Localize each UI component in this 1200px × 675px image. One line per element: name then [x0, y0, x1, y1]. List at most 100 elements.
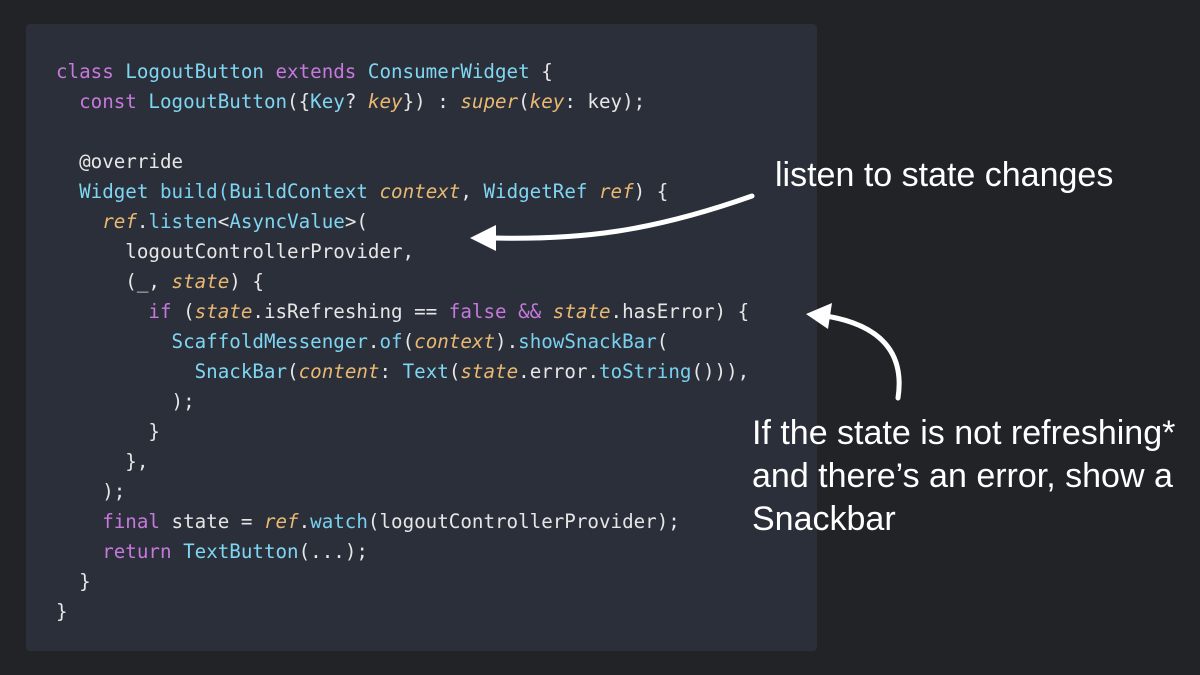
code-token: state	[552, 300, 611, 323]
code-token	[587, 180, 599, 203]
code-line: );	[56, 387, 749, 417]
code-token	[56, 330, 172, 353]
code-token: ref	[102, 210, 137, 233]
code-token: (	[171, 300, 195, 323]
code-token: :	[379, 360, 403, 383]
code-line: },	[56, 447, 749, 477]
code-line: @override	[56, 147, 749, 177]
code-token: ConsumerWidget	[367, 60, 530, 83]
code-token: context	[414, 330, 496, 353]
code-token: return	[56, 540, 172, 563]
code-token: ,	[460, 180, 484, 203]
code-token: final	[56, 510, 160, 533]
code-token: watch	[310, 510, 368, 533]
code-token: SnackBar	[194, 360, 288, 383]
code-token: state	[171, 270, 230, 293]
code-token: }	[56, 420, 160, 443]
code-token: .	[367, 330, 380, 353]
code-token: state =	[159, 510, 264, 533]
code-token: AsyncValue	[229, 210, 345, 233]
code-token: key	[529, 90, 565, 113]
code-token: build(	[148, 180, 230, 203]
code-line: final state = ref.watch(logoutController…	[56, 507, 749, 537]
code-token: ref	[263, 510, 299, 533]
code-line: ScaffoldMessenger.of(context).showSnackB…	[56, 327, 749, 357]
code-token: logoutControllerProvider,	[56, 240, 415, 263]
code-token: );	[56, 480, 126, 503]
code-line: );	[56, 477, 749, 507]
code-line: if (state.isRefreshing == false && state…	[56, 297, 749, 327]
code-token: );	[56, 390, 195, 413]
code-token: >(	[344, 210, 368, 233]
code-token: .isRefreshing ==	[252, 300, 449, 323]
code-token: }	[56, 600, 68, 623]
code-token: ScaffoldMessenger	[171, 330, 368, 353]
code-panel	[26, 24, 817, 651]
code-line: }	[56, 417, 749, 447]
code-token: ) {	[229, 270, 264, 293]
code-line: logoutControllerProvider,	[56, 237, 749, 267]
code-token: toString	[599, 360, 692, 383]
code-line: }	[56, 567, 749, 597]
code-token: state	[194, 300, 253, 323]
code-token: state	[460, 360, 519, 383]
code-token: (	[402, 330, 415, 353]
code-token	[368, 180, 380, 203]
code-token: Widget	[56, 180, 149, 203]
code-line: Widget build(BuildContext context, Widge…	[56, 177, 749, 207]
code-token: context	[379, 180, 461, 203]
code-token: key	[367, 90, 403, 113]
snackbar-arrow-icon	[823, 313, 902, 401]
listen-annotation: listen to state changes	[775, 156, 1114, 194]
code-token: }	[56, 570, 91, 593]
code-token: extends	[263, 60, 368, 83]
code-token: .	[136, 210, 149, 233]
code-token: WidgetRef	[483, 180, 588, 203]
code-token	[172, 540, 184, 563]
code-token	[56, 360, 195, 383]
code-token: (	[448, 360, 461, 383]
code-token: listen	[148, 210, 218, 233]
code-token: (...);	[298, 540, 368, 563]
code-line: const LogoutButton({Key? key}) : super(k…	[56, 87, 749, 117]
code-token: &&	[506, 300, 553, 323]
code-token	[56, 210, 102, 233]
code-token: },	[56, 450, 149, 473]
code-block: class LogoutButton extends ConsumerWidge…	[56, 57, 749, 627]
code-token: .hasError) {	[610, 300, 750, 323]
code-token: ?	[344, 90, 368, 113]
code-line: }	[56, 597, 749, 627]
code-token: const	[56, 90, 149, 113]
code-token: LogoutButton	[125, 60, 264, 83]
code-token: (logoutControllerProvider);	[367, 510, 680, 533]
code-token: (	[656, 330, 669, 353]
code-token: TextButton	[183, 540, 299, 563]
code-token: super	[460, 90, 519, 113]
code-token: <	[217, 210, 230, 233]
code-line: return TextButton(...);	[56, 537, 749, 567]
code-token: (_,	[56, 270, 172, 293]
code-token: of	[379, 330, 403, 353]
code-token: (	[287, 360, 299, 383]
code-token: Text	[402, 360, 449, 383]
code-token: @override	[56, 150, 184, 173]
code-token: BuildContext	[229, 180, 368, 203]
code-line: ref.listen<AsyncValue>(	[56, 207, 749, 237]
code-token: ({	[287, 90, 311, 113]
code-line: class LogoutButton extends ConsumerWidge…	[56, 57, 749, 87]
code-token: ).	[495, 330, 519, 353]
code-token: : key);	[564, 90, 646, 113]
code-token: ) {	[633, 180, 669, 203]
code-token: {	[529, 60, 553, 83]
code-token: if	[56, 300, 172, 323]
code-token: showSnackBar	[518, 330, 657, 353]
code-token: LogoutButton	[148, 90, 288, 113]
code-token: content	[298, 360, 380, 383]
code-token: Key	[310, 90, 345, 113]
code-token: ref	[599, 180, 634, 203]
code-token: false	[448, 300, 507, 323]
code-token: ())),	[691, 360, 750, 383]
code-token: (	[518, 90, 530, 113]
code-line	[56, 117, 749, 147]
code-token: class	[56, 60, 126, 83]
